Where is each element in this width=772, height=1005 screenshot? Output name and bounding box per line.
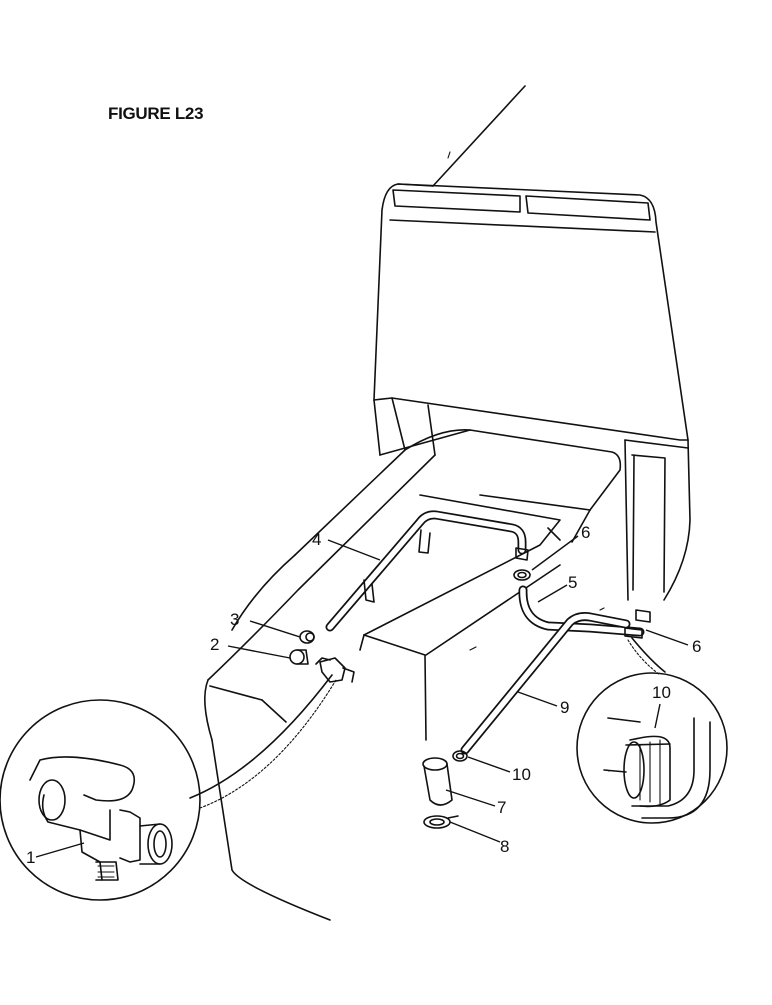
part-2-nut	[289, 649, 309, 665]
figure-title: FIGURE L23	[108, 104, 204, 123]
callout-6-upper: 6	[581, 523, 590, 542]
part-9-drain-pipe	[460, 612, 631, 755]
part-4-upper-pipe	[325, 510, 529, 632]
leader-lines	[35, 535, 689, 858]
callout-10-detail: 10	[652, 683, 671, 702]
part-5-hose	[518, 585, 645, 637]
part-8-clip	[423, 815, 459, 829]
callout-2: 2	[210, 635, 219, 654]
callout-7: 7	[497, 798, 506, 817]
detail-circle-tap	[0, 674, 337, 901]
part-6-clamp-upper	[513, 569, 531, 581]
callout-5: 5	[568, 573, 577, 592]
part-6-clamp-lower	[624, 609, 651, 639]
part-3-washer	[299, 630, 315, 644]
part-1-drain-tap	[315, 657, 355, 683]
callout-4: 4	[312, 530, 321, 549]
callout-9: 9	[560, 698, 569, 717]
callout-3: 3	[230, 610, 239, 629]
callout-labels: 1 2 3 4 5 6 6 7 8 9 10 10	[26, 523, 701, 867]
callout-6-lower: 6	[692, 637, 701, 656]
part-7-hose-sleeve	[422, 757, 453, 806]
detail-circle-clamp	[576, 637, 728, 824]
tractor-body-outline	[204, 85, 691, 921]
callout-8: 8	[500, 837, 509, 856]
part-10-clamp	[452, 750, 468, 762]
callout-1: 1	[26, 848, 35, 867]
callout-10-main: 10	[512, 765, 531, 784]
